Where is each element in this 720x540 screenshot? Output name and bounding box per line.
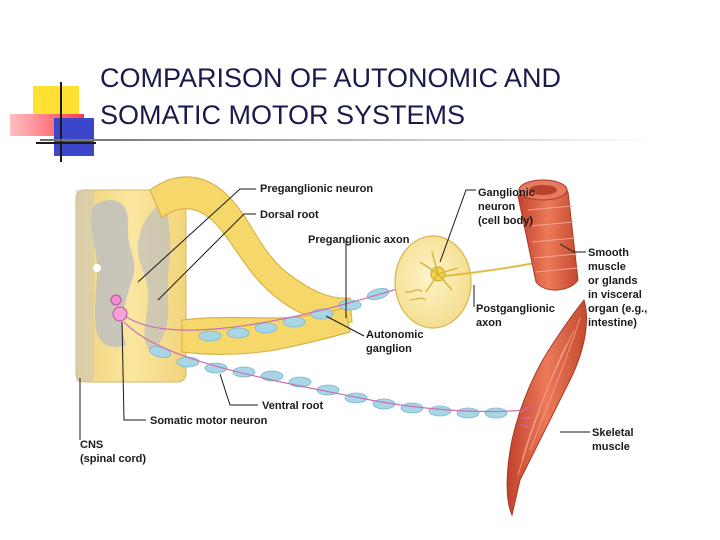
label-ganglionic-neuron: Ganglionic neuron (cell body) [478, 187, 535, 227]
svg-text:intestine): intestine) [588, 317, 637, 329]
label-skeletal-muscle: Skeletal muscle [592, 427, 634, 453]
somatic-neuron-cell-body [112, 306, 128, 322]
svg-text:organ (e.g.,: organ (e.g., [588, 303, 647, 315]
label-smooth-muscle: Smooth muscle or glands in visceral orga… [588, 247, 647, 329]
decor-vertical-line [60, 82, 62, 162]
skeletal-muscle [506, 298, 587, 517]
svg-text:Smooth: Smooth [588, 247, 629, 259]
label-cns: CNS (spinal cord) [80, 439, 146, 465]
svg-text:(spinal cord): (spinal cord) [80, 453, 146, 465]
svg-text:neuron: neuron [478, 201, 516, 213]
svg-text:muscle: muscle [588, 261, 626, 273]
title-underline [40, 139, 660, 141]
motor-neuron-cell-body [110, 294, 122, 306]
svg-text:muscle: muscle [592, 441, 630, 453]
svg-text:Ganglionic: Ganglionic [478, 187, 535, 199]
spinal-cord [75, 189, 187, 383]
svg-text:Postganglionic: Postganglionic [476, 303, 555, 315]
dorsal-root [149, 176, 353, 324]
decor-horizontal-line [36, 142, 96, 144]
svg-text:axon: axon [476, 317, 502, 329]
label-somatic-motor-neuron: Somatic motor neuron [150, 415, 268, 427]
autonomic-ganglion [394, 235, 472, 329]
label-preganglionic-axon: Preganglionic axon [308, 234, 410, 246]
title-line-1: COMPARISON OF AUTONOMIC AND [100, 63, 562, 93]
label-autonomic-ganglion: Autonomic ganglion [366, 329, 423, 355]
svg-text:CNS: CNS [80, 439, 103, 451]
label-ventral-root: Ventral root [262, 400, 323, 412]
svg-text:(cell body): (cell body) [478, 215, 533, 227]
somatic-motor-axon [148, 345, 508, 419]
slide-title: COMPARISON OF AUTONOMIC AND SOMATIC MOTO… [100, 60, 700, 134]
svg-text:Skeletal: Skeletal [592, 427, 634, 439]
svg-text:or glands: or glands [588, 275, 638, 287]
smooth-muscle [517, 179, 579, 291]
label-dorsal-root: Dorsal root [260, 209, 319, 221]
label-postganglionic-axon: Postganglionic axon [476, 303, 555, 329]
label-preganglionic-neuron: Preganglionic neuron [260, 183, 373, 195]
svg-text:Autonomic: Autonomic [366, 329, 423, 341]
title-line-2: SOMATIC MOTOR SYSTEMS [100, 100, 466, 130]
svg-text:in visceral: in visceral [588, 289, 642, 301]
svg-text:ganglion: ganglion [366, 343, 412, 355]
